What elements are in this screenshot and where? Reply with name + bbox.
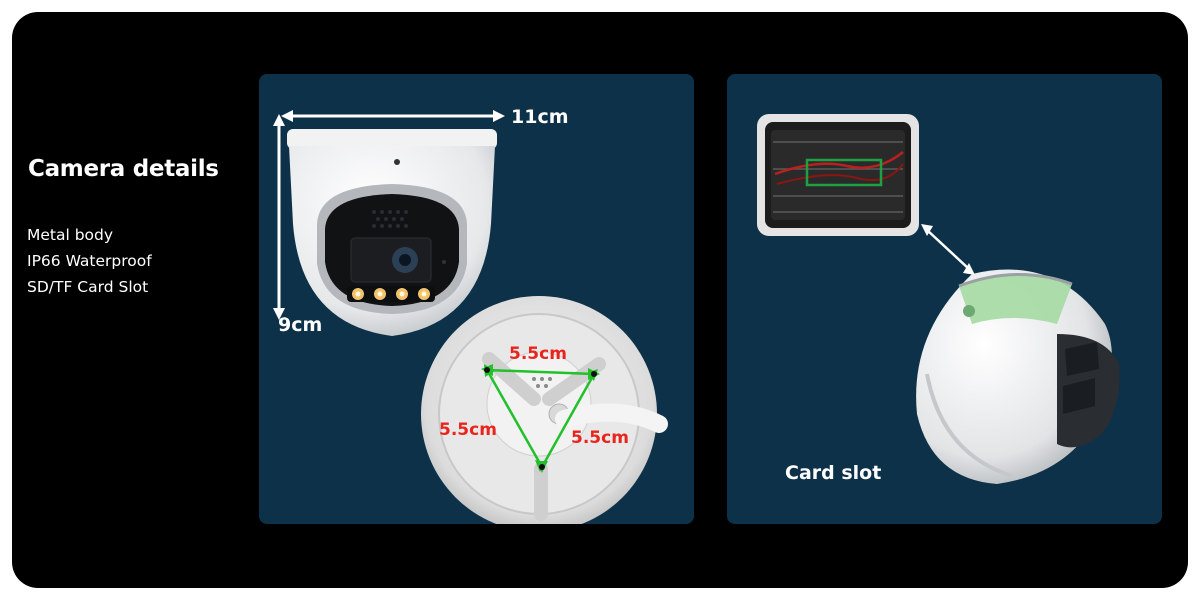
led-lights bbox=[347, 286, 435, 302]
camera-base-mount bbox=[421, 296, 668, 524]
mount-top-dimension-label: 5.5cm bbox=[509, 344, 567, 364]
height-arrow bbox=[273, 114, 285, 320]
slot-highlight-box bbox=[805, 158, 883, 187]
card-slot-panel: Card slot bbox=[727, 74, 1162, 524]
dimensions-panel: 11cm 9cm 5.5cm 5.5cm 5.5cm bbox=[259, 74, 694, 524]
card-slot-closeup bbox=[757, 114, 919, 236]
card-slot-illustration bbox=[757, 114, 1120, 484]
feature-item-metal-body: Metal body bbox=[27, 226, 114, 244]
dome-camera-side bbox=[916, 269, 1120, 484]
card-slot-cover bbox=[959, 274, 1072, 324]
connector-arrow bbox=[921, 224, 975, 275]
feature-item-card-slot: SD/TF Card Slot bbox=[27, 278, 149, 296]
feature-item-waterproof: IP66 Waterproof bbox=[27, 252, 152, 270]
camera-dimensions-illustration bbox=[273, 110, 668, 524]
section-heading: Camera details bbox=[28, 156, 219, 182]
ad-frame: Camera details Metal body IP66 Waterproo… bbox=[12, 12, 1188, 588]
card-slot-label: Card slot bbox=[785, 462, 882, 484]
width-dimension-label: 11cm bbox=[511, 106, 569, 128]
dome-camera-front bbox=[287, 129, 497, 336]
mount-left-dimension-label: 5.5cm bbox=[439, 420, 497, 440]
mount-right-dimension-label: 5.5cm bbox=[571, 428, 629, 448]
feature-list: Metal body IP66 Waterproof SD/TF Card Sl… bbox=[27, 222, 152, 300]
height-dimension-label: 9cm bbox=[278, 314, 323, 336]
width-arrow bbox=[281, 110, 505, 122]
